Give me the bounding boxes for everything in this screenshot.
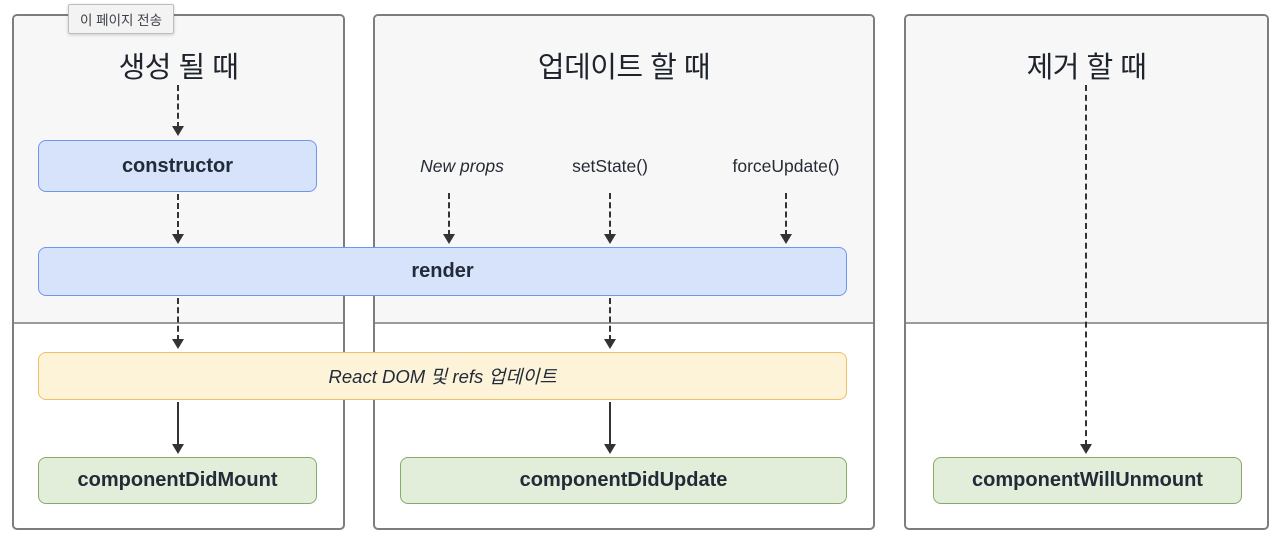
- node-component-did-update[interactable]: componentDidUpdate: [400, 457, 847, 504]
- arrow-mount-to-constructor: [172, 85, 184, 136]
- arrowhead-icon: [604, 444, 616, 454]
- arrow-unmount-to-willunmount: [1080, 85, 1092, 454]
- panel-unmount-title: 제거 할 때: [1026, 52, 1147, 84]
- arrow-reactdom-to-didmount: [172, 402, 184, 454]
- arrowhead-icon: [604, 339, 616, 349]
- trigger-new-props: New props: [420, 156, 504, 176]
- node-component-did-mount[interactable]: componentDidMount: [38, 457, 317, 504]
- node-react-dom-refs-update: React DOM 및 refs 업데이트: [38, 352, 847, 400]
- arrow-render-to-reactdom-update: [604, 298, 616, 349]
- arrow-newprops-to-render: [443, 193, 455, 244]
- panel-mount-title: 생성 될 때: [118, 52, 239, 84]
- node-render[interactable]: render: [38, 247, 847, 296]
- arrow-render-to-reactdom-mount: [172, 298, 184, 349]
- arrow-reactdom-to-didupdate: [604, 402, 616, 454]
- tooltip-label: 이 페이지 전송: [80, 13, 163, 28]
- arrowhead-icon: [172, 444, 184, 454]
- panel-update-title: 업데이트 할 때: [537, 52, 711, 84]
- trigger-force-update: forceUpdate(): [732, 156, 840, 176]
- arrowhead-icon: [780, 234, 792, 244]
- node-component-will-unmount[interactable]: componentWillUnmount: [933, 457, 1242, 504]
- trigger-set-state: setState(): [572, 156, 648, 176]
- arrowhead-icon: [172, 339, 184, 349]
- arrowhead-icon: [443, 234, 455, 244]
- arrowhead-icon: [172, 234, 184, 244]
- node-constructor[interactable]: constructor: [38, 140, 317, 192]
- arrow-forceupdate-to-render: [780, 193, 792, 244]
- arrow-setstate-to-render: [604, 193, 616, 244]
- arrowhead-icon: [1080, 444, 1092, 454]
- browser-send-page-tooltip: 이 페이지 전송: [68, 4, 175, 34]
- arrowhead-icon: [172, 126, 184, 136]
- arrow-constructor-to-render: [172, 194, 184, 244]
- arrowhead-icon: [604, 234, 616, 244]
